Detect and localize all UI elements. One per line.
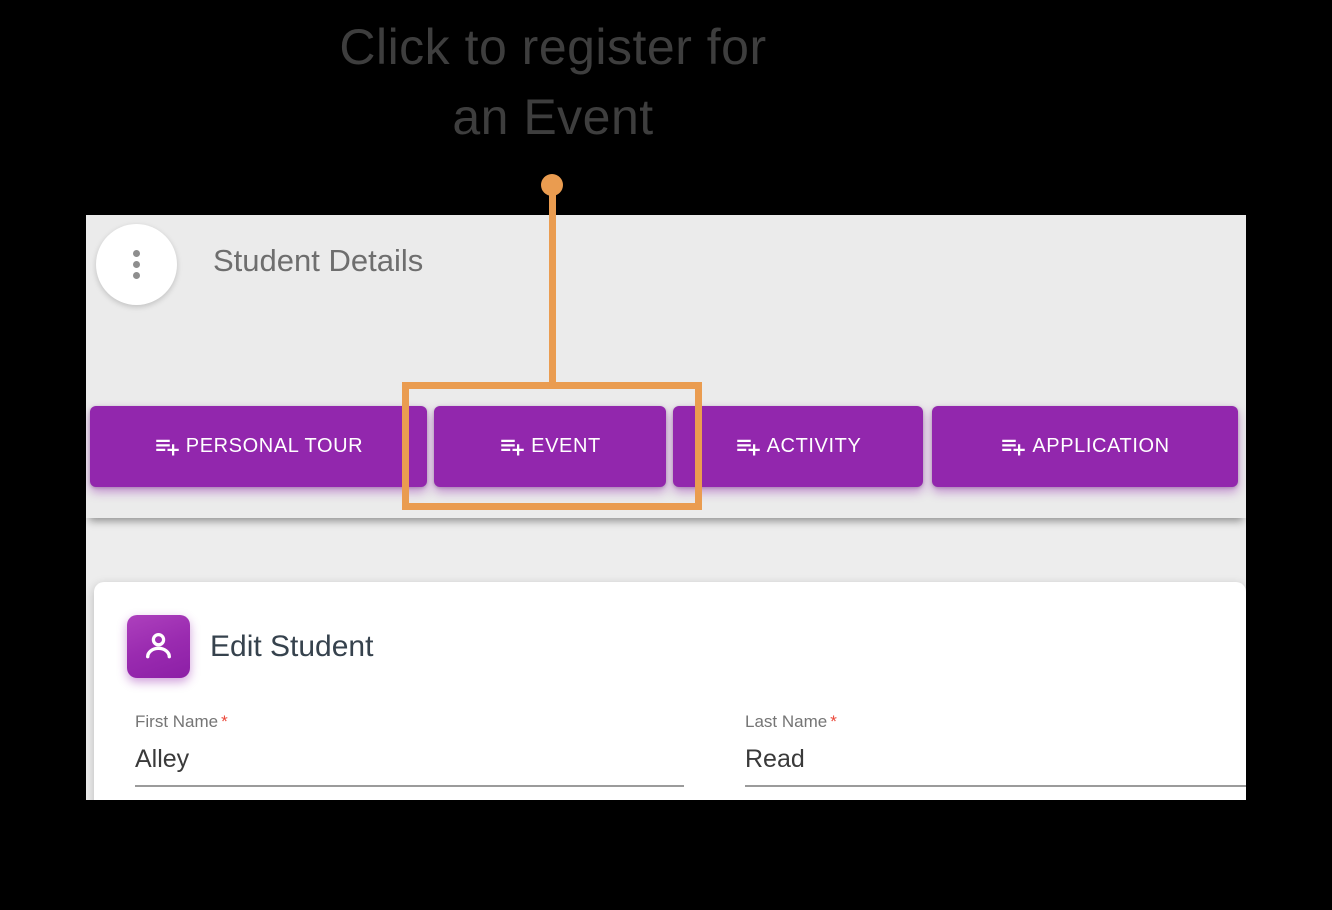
required-asterisk: * xyxy=(830,712,837,731)
tutorial-headline-line1: Click to register for xyxy=(339,19,767,75)
required-asterisk: * xyxy=(221,712,228,731)
tutorial-headline-line2: an Event xyxy=(452,89,654,145)
header-section: Student Details PERSONAL TOUR EVENT ACTI… xyxy=(86,215,1246,518)
last-name-field: Last Name* Read xyxy=(745,711,1246,787)
event-highlight-box xyxy=(402,382,702,510)
playlist-add-icon xyxy=(736,439,760,456)
first-name-input[interactable]: Alley xyxy=(135,744,684,787)
playlist-add-icon xyxy=(1002,439,1026,456)
callout-line xyxy=(549,193,556,382)
person-icon-badge xyxy=(127,615,190,678)
vertical-dots-icon xyxy=(133,250,140,279)
register-activity-button[interactable]: ACTIVITY xyxy=(673,406,923,487)
last-name-input[interactable]: Read xyxy=(745,744,1246,787)
edit-student-card: Edit Student First Name* Alley Last Name… xyxy=(94,582,1246,800)
register-application-button[interactable]: APPLICATION xyxy=(932,406,1238,487)
playlist-add-icon xyxy=(501,439,524,456)
menu-button[interactable] xyxy=(96,224,177,305)
tutorial-headline: Click to register for an Event xyxy=(0,12,1106,152)
button-label: EVENT xyxy=(531,435,601,457)
callout-dot xyxy=(541,174,563,196)
button-label: APPLICATION xyxy=(1032,435,1170,457)
register-event-button[interactable]: EVENT xyxy=(434,406,666,487)
card-title: Edit Student xyxy=(210,630,374,663)
first-name-field: First Name* Alley xyxy=(135,711,684,787)
first-name-label: First Name* xyxy=(135,712,228,731)
person-icon xyxy=(146,633,171,659)
playlist-add-icon xyxy=(156,439,179,456)
register-personal-tour-button[interactable]: PERSONAL TOUR xyxy=(90,406,427,487)
button-label: PERSONAL TOUR xyxy=(185,435,364,457)
button-label: ACTIVITY xyxy=(766,435,862,457)
last-name-label: Last Name* xyxy=(745,712,837,731)
page-title: Student Details xyxy=(213,243,424,278)
